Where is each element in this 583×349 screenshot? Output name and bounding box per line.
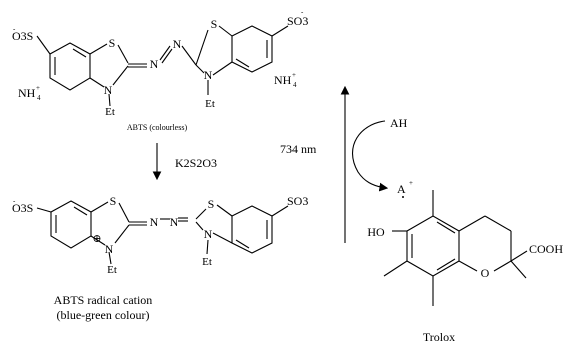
radical-left-sulfur: S <box>110 194 117 208</box>
abts-left-benzene <box>49 42 91 91</box>
radical-left-sulfonate: O3S <box>12 201 33 215</box>
radical-right-sulfur: S <box>208 197 215 211</box>
oxidant-reagent-label: K2S2O3 <box>175 156 217 170</box>
abts-left-ethyl: Et <box>105 106 115 118</box>
wavelength-label: 734 nm <box>280 142 317 156</box>
trolox-benzene <box>406 215 460 277</box>
radical-caption-line2: (blue-green colour) <box>57 308 150 322</box>
abts-radical-structure: S N ⊕ N N S N Et Et O3S - SO3 ABTS radic… <box>12 194 308 322</box>
radical-right-benzene <box>231 205 273 254</box>
abts-left-ammonium: NH <box>18 86 36 100</box>
trolox-ring-oxygen: O <box>481 266 490 280</box>
radical-azine-nitrogen-2: N <box>170 215 179 229</box>
radical-right-nitrogen: N <box>204 227 213 241</box>
curved-donor-arrow <box>352 120 389 192</box>
trolox-structure: HO O COOH Trolox <box>367 190 563 344</box>
abts-right-sulfonate: SO3 <box>287 14 308 28</box>
radical-caption-line1: ABTS radical cation <box>54 293 153 307</box>
trolox-carboxyl: COOH <box>529 242 563 256</box>
abts-right-ammonium: NH <box>274 73 292 87</box>
abts-right-ethyl: Et <box>205 98 215 110</box>
abts-right-nitrogen: N <box>204 68 213 82</box>
radical-product-label: A <box>397 182 406 196</box>
radical-left-benzene <box>50 200 92 249</box>
radical-plus-sign: ⊕ <box>92 233 101 245</box>
trolox-name: Trolox <box>423 330 455 344</box>
trolox-hydroxyl: HO <box>367 225 385 239</box>
radical-azine-nitrogen-1: N <box>150 215 159 229</box>
radical-right-sulfonate: SO3 <box>287 194 308 208</box>
svg-text:+: + <box>409 179 413 187</box>
abts-right-sulfur: S <box>211 17 218 31</box>
abts-azine-nitrogen-2: N <box>173 37 182 51</box>
svg-text:+: + <box>292 71 296 79</box>
svg-text:4: 4 <box>37 94 41 102</box>
svg-text:-: - <box>13 25 16 33</box>
abts-left-sulfonate: O3S <box>12 29 33 43</box>
abts-left-nitrogen: N <box>104 83 113 97</box>
svg-text:-: - <box>301 8 304 16</box>
svg-text:4: 4 <box>293 81 297 89</box>
abts-structure: S N N N S N Et Et O3S - SO3 - NH + 4 NH … <box>12 8 308 132</box>
hydrogen-donor-label: AH <box>390 116 408 130</box>
abts-left-sulfur: S <box>109 36 116 50</box>
abts-caption: ABTS (colourless) <box>127 123 188 132</box>
radical-dot <box>402 196 404 198</box>
radical-right-ethyl: Et <box>202 256 212 268</box>
abts-azine-nitrogen-1: N <box>150 57 159 71</box>
reduction-step: 734 nm AH A + <box>280 85 413 243</box>
svg-text:+: + <box>36 84 40 92</box>
oxidation-step: K2S2O3 <box>152 143 217 181</box>
radical-left-nitrogen: N <box>105 242 114 256</box>
abts-right-benzene <box>231 25 273 73</box>
svg-text:-: - <box>13 197 16 205</box>
radical-left-ethyl: Et <box>107 264 117 276</box>
